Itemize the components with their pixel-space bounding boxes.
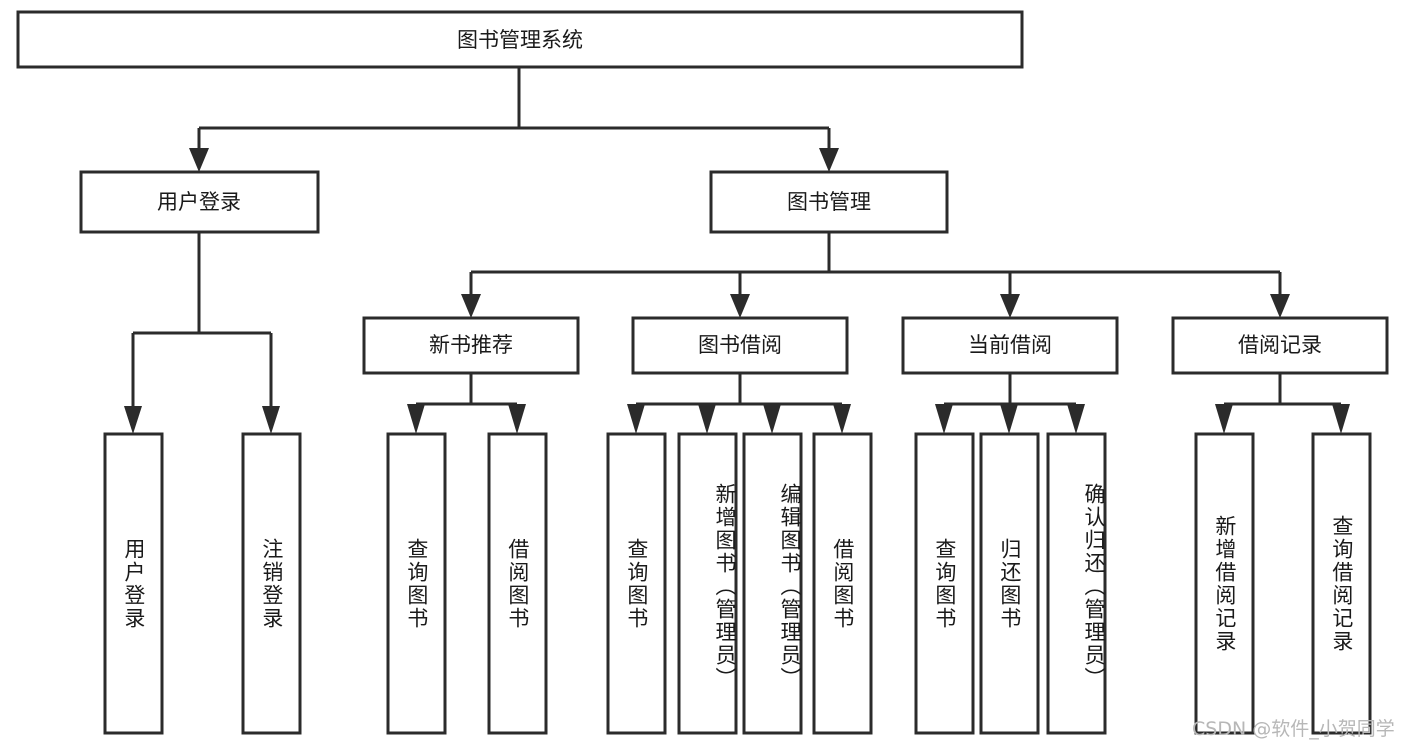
- arrow-to-leaf-query-book-1: [407, 404, 425, 434]
- node-borrow-record[interactable]: [1171, 316, 1389, 375]
- arrow-to-leaf-borrow-book-2: [833, 404, 851, 434]
- arrow-to-borrow-record: [1270, 294, 1290, 318]
- node-book-manage[interactable]: [709, 170, 949, 234]
- node-layer: 图书管理系统 用户登录 图书管理 新书推荐 图书借阅 当前借阅 借阅记录: [16, 10, 1389, 735]
- leaf-label-add-book: 新增图书（管理员）: [713, 483, 737, 690]
- leaf-label-add-record: 新增借阅记录: [1212, 514, 1237, 653]
- node-leaf-borrow-book-1[interactable]: [487, 432, 548, 735]
- arrow-to-leaf-confirm-return: [1067, 404, 1085, 434]
- node-leaf-borrow-book-2[interactable]: [812, 432, 873, 735]
- arrow-to-book-borrow: [730, 294, 750, 318]
- csdn-watermark: CSDN @软件_小贺同学: [1192, 718, 1395, 740]
- arrow-to-user-login: [189, 148, 209, 172]
- arrow-to-leaf-add-book: [698, 404, 716, 434]
- node-leaf-add-book[interactable]: [677, 432, 738, 735]
- arrow-to-leaf-query-book-3: [935, 404, 953, 434]
- node-new-book-recommend[interactable]: [362, 316, 580, 375]
- node-leaf-query-book-2[interactable]: [606, 432, 667, 735]
- node-book-borrow-label: 图书借阅: [698, 333, 782, 357]
- leaf-label-logout-login: 注销登录: [259, 537, 284, 630]
- node-book-manage-label: 图书管理: [787, 190, 871, 214]
- node-leaf-query-record[interactable]: [1311, 432, 1372, 735]
- arrow-to-current-borrow: [1000, 294, 1020, 318]
- arrow-to-leaf-logout-login: [262, 406, 280, 434]
- node-root-label: 图书管理系统: [457, 28, 583, 52]
- node-leaf-edit-book[interactable]: [742, 432, 803, 735]
- node-leaf-return-book[interactable]: [979, 432, 1040, 735]
- arrow-to-book-manage: [819, 148, 839, 172]
- arrow-to-leaf-add-record: [1215, 404, 1233, 434]
- leaf-label-query-book-2: 查询图书: [624, 537, 649, 630]
- node-borrow-record-label: 借阅记录: [1238, 333, 1322, 357]
- leaf-label-return-book: 归还图书: [997, 537, 1022, 630]
- connector-layer: [124, 67, 1350, 434]
- node-leaf-query-book-3[interactable]: [914, 432, 975, 735]
- node-leaf-confirm-return[interactable]: [1046, 432, 1107, 735]
- node-leaf-logout-login[interactable]: [241, 432, 302, 735]
- arrow-to-leaf-query-record: [1332, 404, 1350, 434]
- node-book-borrow[interactable]: [631, 316, 849, 375]
- leaf-label-edit-book: 编辑图书（管理员）: [778, 483, 802, 690]
- leaf-label-query-book-3: 查询图书: [932, 537, 957, 630]
- node-current-borrow[interactable]: [901, 316, 1119, 375]
- arrow-to-leaf-return-book: [1000, 404, 1018, 434]
- arrow-to-leaf-borrow-book-1: [508, 404, 526, 434]
- arrow-to-new-book-recommend: [461, 294, 481, 318]
- node-new-book-recommend-label: 新书推荐: [429, 333, 513, 357]
- arrow-to-leaf-user-login: [124, 406, 142, 434]
- leaf-label-user-login: 用户登录: [121, 537, 146, 630]
- node-leaf-add-record[interactable]: [1194, 432, 1255, 735]
- node-user-login[interactable]: [79, 170, 320, 234]
- node-root[interactable]: [16, 10, 1024, 69]
- node-current-borrow-label: 当前借阅: [968, 333, 1052, 357]
- leaf-label-borrow-book-1: 借阅图书: [505, 537, 530, 630]
- node-user-login-label: 用户登录: [157, 190, 241, 214]
- leaf-label-query-book-1: 查询图书: [404, 537, 429, 630]
- leaf-label-query-record: 查询借阅记录: [1329, 514, 1354, 653]
- arrow-to-leaf-edit-book: [763, 404, 781, 434]
- node-leaf-user-login[interactable]: [103, 432, 164, 735]
- leaf-label-borrow-book-2: 借阅图书: [830, 537, 855, 630]
- node-leaf-query-book-1[interactable]: [386, 432, 447, 735]
- leaf-label-confirm-return: 确认归还（管理员）: [1082, 483, 1106, 690]
- arrow-to-leaf-query-book-2: [627, 404, 645, 434]
